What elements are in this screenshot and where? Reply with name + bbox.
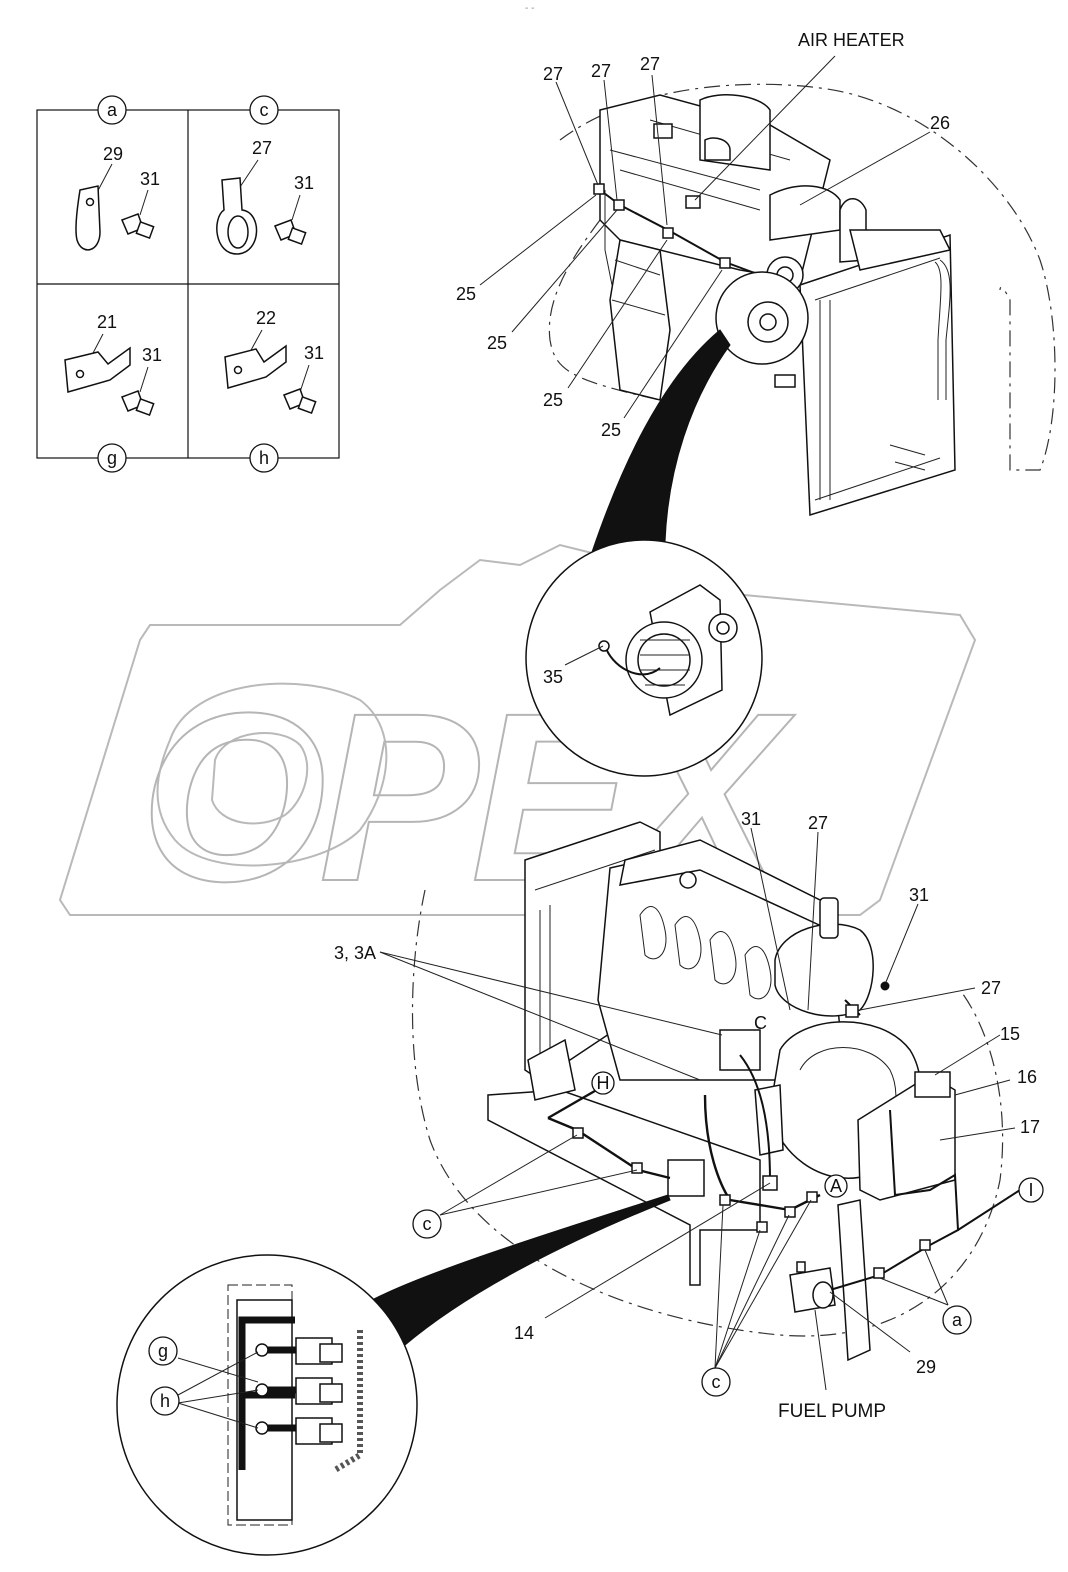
bracket-22-icon bbox=[224, 344, 287, 389]
svg-text:C: C bbox=[754, 1013, 767, 1033]
terminal-row bbox=[255, 1337, 343, 1445]
legend-bolt-g: 31 bbox=[142, 345, 162, 365]
bottom-engine-view: 31 27 31 3, 3A 27 15 16 17 14 29 FUEL PU… bbox=[334, 809, 1044, 1422]
ref-letter-a-right: a bbox=[942, 1305, 972, 1335]
svg-text:c: c bbox=[423, 1214, 432, 1234]
callout-14: 14 bbox=[514, 1323, 534, 1343]
ref-letter-A: A bbox=[824, 1174, 848, 1198]
ref-letter-h-detail: h bbox=[150, 1386, 180, 1416]
legend-letter-a: a bbox=[107, 100, 118, 120]
callout-26: 26 bbox=[930, 113, 950, 133]
callout-35: 35 bbox=[543, 667, 563, 687]
callout-15: 15 bbox=[1000, 1024, 1020, 1044]
svg-text:I: I bbox=[1028, 1180, 1033, 1200]
callout-25-d: 25 bbox=[601, 420, 621, 440]
callout-31-right: 31 bbox=[909, 885, 929, 905]
ref-letter-I: I bbox=[1018, 1177, 1044, 1203]
callout-3-3a: 3, 3A bbox=[334, 943, 376, 963]
bus-bar-detail: g h bbox=[116, 1254, 418, 1556]
legend-cell-c: c 27 31 bbox=[216, 95, 314, 255]
callout-25-c: 25 bbox=[543, 390, 563, 410]
svg-text:A: A bbox=[830, 1176, 842, 1196]
svg-text:h: h bbox=[160, 1391, 170, 1411]
air-heater-icon bbox=[685, 195, 701, 209]
legend-part-g: 21 bbox=[97, 312, 117, 332]
svg-text:g: g bbox=[158, 1341, 168, 1361]
callout-27-top: 27 bbox=[808, 813, 828, 833]
clamp-29-icon bbox=[75, 185, 101, 251]
bolt-icon bbox=[283, 388, 317, 414]
callout-17: 17 bbox=[1020, 1117, 1040, 1137]
top-engine-view: AIR HEATER 27 27 27 26 25 25 25 25 bbox=[456, 30, 1056, 517]
legend-letter-c: c bbox=[260, 100, 269, 120]
legend-cell-g: g 21 31 bbox=[64, 312, 162, 473]
header-mark: - - bbox=[525, 3, 534, 14]
callout-27-b: 27 bbox=[591, 61, 611, 81]
callout-25-a: 25 bbox=[456, 284, 476, 304]
svg-text:H: H bbox=[597, 1073, 610, 1093]
callout-29: 29 bbox=[916, 1357, 936, 1377]
legend-part-h: 22 bbox=[256, 308, 276, 328]
opex-watermark: OPEX bbox=[58, 543, 977, 932]
ref-letter-c-left: c bbox=[412, 1209, 442, 1239]
ref-letter-c-bottom: c bbox=[701, 1367, 731, 1397]
bolt-icon bbox=[121, 213, 155, 239]
fuel-pump-label: FUEL PUMP bbox=[778, 1401, 886, 1422]
ref-letter-C: C bbox=[754, 1013, 767, 1033]
callout-16: 16 bbox=[1017, 1067, 1037, 1087]
callout-27-c: 27 bbox=[640, 54, 660, 74]
legend-bolt-h: 31 bbox=[304, 343, 324, 363]
legend-letter-h: h bbox=[259, 448, 269, 468]
svg-text:a: a bbox=[952, 1310, 963, 1330]
legend-part-a: 29 bbox=[103, 144, 123, 164]
bolt-icon bbox=[121, 390, 155, 416]
legend-grid: a 29 31 c 27 31 bbox=[36, 95, 340, 473]
callout-25-b: 25 bbox=[487, 333, 507, 353]
callout-27-right: 27 bbox=[981, 978, 1001, 998]
fuel-pump-icon bbox=[789, 1261, 836, 1313]
legend-part-c: 27 bbox=[252, 138, 272, 158]
callout-31-top: 31 bbox=[741, 809, 761, 829]
bolt-icon bbox=[274, 219, 307, 245]
air-heater-label: AIR HEATER bbox=[798, 30, 905, 50]
legend-cell-h: h 22 31 bbox=[224, 308, 324, 473]
legend-bolt-a: 31 bbox=[140, 169, 160, 189]
callout-27-a: 27 bbox=[543, 64, 563, 84]
alternator-detail: 35 bbox=[525, 539, 763, 777]
ref-letter-g-detail: g bbox=[148, 1336, 178, 1366]
legend-letter-g: g bbox=[107, 448, 117, 468]
legend-cell-a: a 29 31 bbox=[75, 95, 160, 251]
legend-bolt-c: 31 bbox=[294, 173, 314, 193]
bracket-21-icon bbox=[64, 346, 131, 393]
ref-letter-H: H bbox=[591, 1071, 615, 1095]
svg-text:c: c bbox=[712, 1372, 721, 1392]
